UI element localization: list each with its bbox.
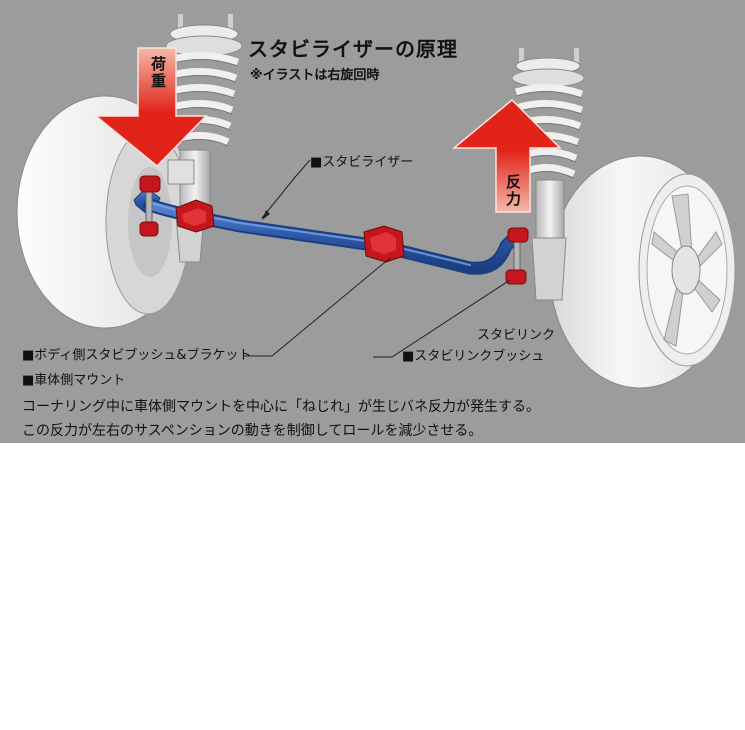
diagram-panel: スタビライザーの原理 ※イラストは右旋回時 荷重 反力 ■スタビライザー ■ボデ… — [0, 0, 745, 443]
callout-stabilink-bush: ■スタビリンクブッシュ — [402, 349, 545, 364]
reaction-label: 反力 — [504, 174, 522, 208]
load-label: 荷重 — [149, 56, 167, 90]
diagram-subtitle: ※イラストは右旋回時 — [250, 68, 380, 83]
leader-stabilink-bush — [373, 279, 511, 358]
right-tire — [549, 155, 736, 389]
description-line-1: コーナリング中に車体側マウントを中心に「ねじれ」が生じバネ反力が発生する。 — [22, 399, 540, 415]
leader-arrowheads — [262, 210, 270, 220]
leader-stabilizer — [261, 159, 311, 219]
callout-body-bush: ■ボディ側スタビブッシュ&ブラケット — [22, 348, 252, 363]
body-bush-left — [175, 199, 215, 233]
callout-leader-lines — [244, 159, 511, 358]
callout-stabilink: スタビリンク — [477, 328, 556, 343]
diagram-title: スタビライザーの原理 — [248, 37, 458, 61]
callout-body-mount: ■車体側マウント — [22, 373, 126, 388]
description-line-2: この反力が左右のサスペンションの動きを制御してロールを減少させる。 — [22, 423, 483, 439]
right-wheel-spokes — [651, 193, 723, 347]
leader-body-bush — [244, 257, 391, 357]
right-stabilink — [505, 227, 529, 285]
left-stabilink — [139, 175, 161, 237]
body-bush-center — [363, 225, 405, 263]
load-arrow — [93, 47, 208, 168]
suspension-illustration — [16, 14, 736, 389]
callout-stabilizer: ■スタビライザー — [310, 155, 414, 170]
reaction-arrow — [451, 98, 562, 213]
